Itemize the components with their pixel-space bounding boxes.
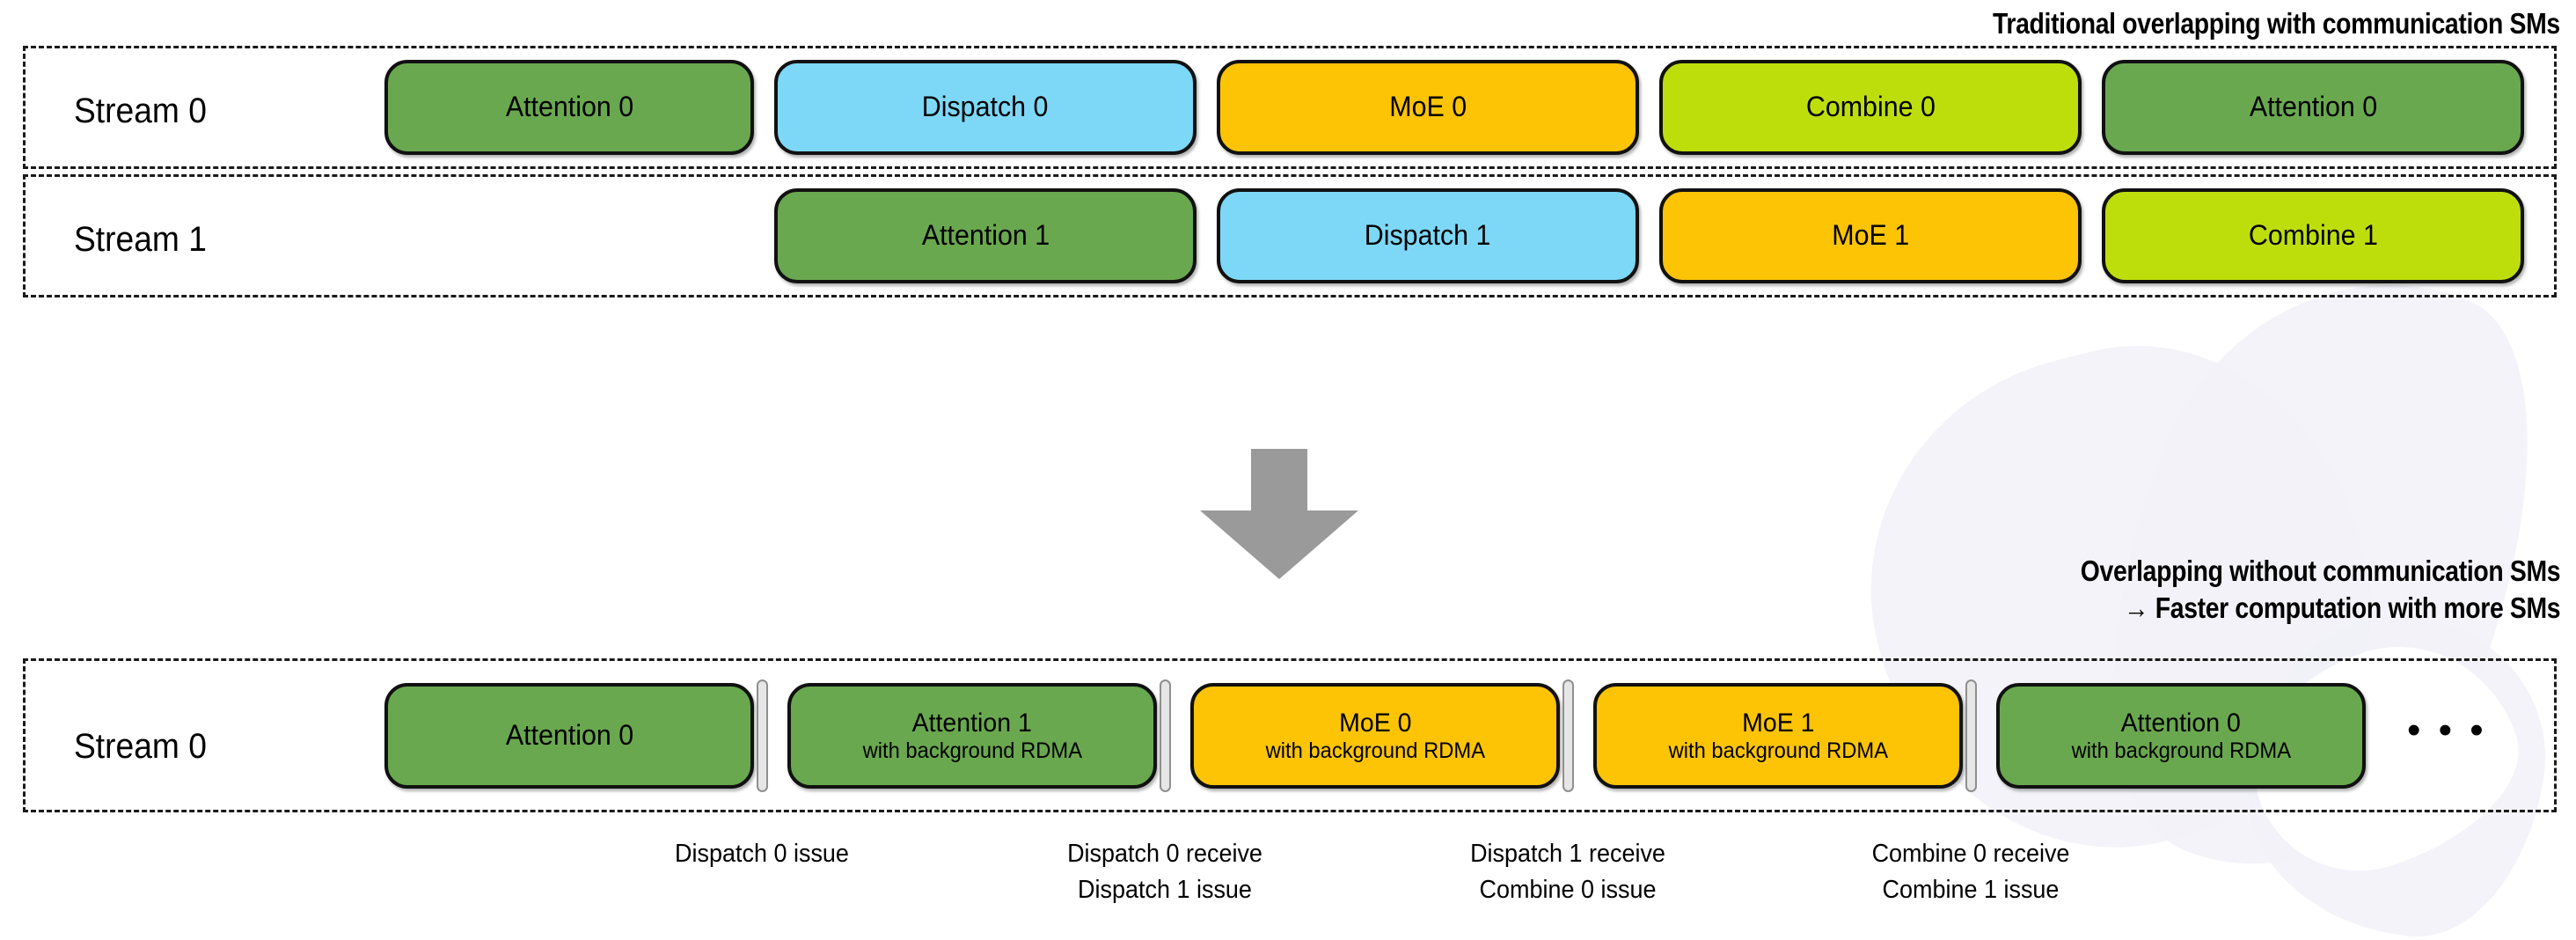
task-block-title: MoE 0 <box>1338 709 1412 738</box>
task-block[interactable]: Attention 0 <box>384 60 754 155</box>
task-block[interactable]: MoE 0 <box>1217 60 1639 155</box>
task-block[interactable]: Combine 0 <box>1659 60 2082 155</box>
lane-stream0-top <box>23 46 2557 169</box>
top-section-caption: Traditional overlapping with communicati… <box>1993 7 2560 40</box>
timeline-annotation: Dispatch 0 issue <box>675 836 849 872</box>
task-block-title: Attention 0 <box>505 91 633 123</box>
task-block-subtitle: with background RDMA <box>1265 738 1485 764</box>
lane-stream0-bottom <box>23 658 2557 812</box>
task-block-title: Combine 0 <box>1805 91 1936 123</box>
task-block[interactable]: Attention 1 <box>774 188 1197 283</box>
task-block-title: Attention 0 <box>2249 91 2377 123</box>
task-block[interactable]: Attention 0 <box>2102 60 2524 155</box>
task-block-subtitle: with background RDMA <box>2071 738 2291 764</box>
task-block[interactable]: Dispatch 0 <box>774 60 1197 155</box>
timeline-annotation-line: Dispatch 1 issue <box>1078 876 1252 905</box>
task-block-subtitle: with background RDMA <box>1668 738 1888 764</box>
lane-label-stream0-bottom: Stream 0 <box>74 727 207 766</box>
timeline-annotation-line: Combine 0 receive <box>1871 840 2070 868</box>
task-block-title: MoE 1 <box>1832 219 1909 252</box>
task-block-title: Dispatch 1 <box>1365 219 1491 252</box>
bottom-caption-line-2: → Faster computation with more SMs <box>2123 591 2560 625</box>
lane-stream1 <box>23 174 2557 297</box>
bottom-section-caption: Overlapping without communication SMs → … <box>2080 553 2561 627</box>
block-separator-bar <box>1965 679 1977 792</box>
task-block-title: Attention 0 <box>505 719 633 752</box>
timeline-annotation-line: Combine 1 issue <box>1882 876 2060 905</box>
bottom-caption-line-1: Overlapping without communication SMs <box>2080 554 2561 587</box>
timeline-annotation-line: Dispatch 0 receive <box>1067 840 1262 868</box>
task-block-title: Attention 0 <box>2120 709 2242 738</box>
ellipsis-indicator: • • • <box>2407 709 2487 752</box>
lane-label-stream0-top: Stream 0 <box>74 92 207 130</box>
task-block[interactable]: Combine 1 <box>2102 188 2524 283</box>
task-block-title: MoE 0 <box>1389 91 1467 123</box>
block-separator-bar <box>757 679 768 792</box>
task-block-title: Attention 1 <box>921 219 1050 252</box>
timeline-annotation-line: Combine 0 issue <box>1479 876 1657 905</box>
block-separator-bar <box>1562 679 1574 792</box>
task-block-title: Combine 1 <box>2248 219 2378 252</box>
lane-label-stream1: Stream 1 <box>74 220 207 259</box>
task-block[interactable]: Attention 0 <box>384 683 754 789</box>
task-block-title: Dispatch 0 <box>922 91 1049 123</box>
task-block-subtitle: with background RDMA <box>862 738 1082 764</box>
timeline-annotation-line: Dispatch 1 receive <box>1470 840 1665 868</box>
task-block-title: MoE 1 <box>1741 709 1815 738</box>
timeline-annotation-line: Dispatch 0 issue <box>675 840 849 868</box>
down-arrow-icon <box>1200 449 1358 579</box>
block-separator-bar <box>1160 679 1171 792</box>
task-block-title: Attention 1 <box>911 709 1033 738</box>
task-block[interactable]: MoE 1 <box>1659 188 2082 283</box>
task-block[interactable]: Dispatch 1 <box>1217 188 1639 283</box>
